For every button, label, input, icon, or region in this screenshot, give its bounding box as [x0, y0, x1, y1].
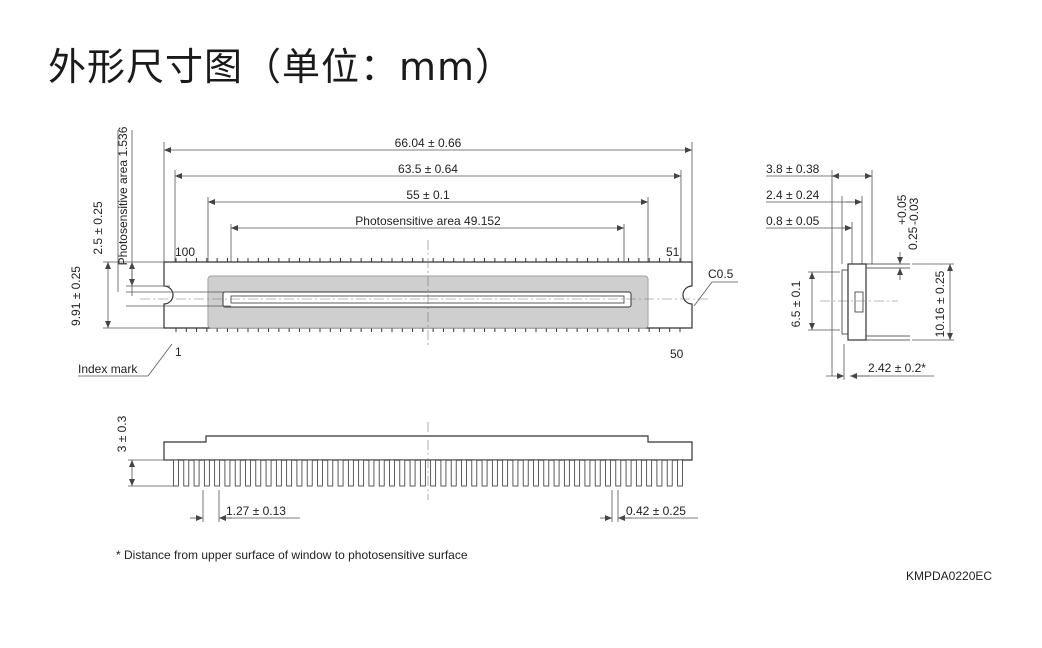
pin-lead: [646, 459, 653, 487]
pin-lead: [471, 459, 478, 487]
pin-lead: [378, 459, 385, 487]
side-view: 3.8 ± 0.38 2.4 ± 0.24 0.8 ± 0.05 0.25 +0…: [766, 162, 954, 380]
dim-pin-length: 3 ± 0.3: [115, 415, 129, 452]
pin-lead: [306, 459, 313, 487]
dim-pin-row-spacing: 10.16 ± 0.25: [933, 270, 947, 337]
pin-lead: [543, 459, 550, 487]
pin-lead: [533, 459, 539, 487]
pin-lead: [337, 459, 344, 487]
top-view: 66.04 ± 0.66 63.5 ± 0.64 55 ± 0.1 Photos…: [69, 126, 738, 377]
pin-lead: [635, 459, 642, 487]
pin-lead: [522, 459, 529, 487]
dim-pin-span: 63.5 ± 0.64: [398, 162, 458, 176]
pin-lead: [245, 459, 251, 487]
pin-lead: [173, 459, 179, 487]
pin-lead: [255, 459, 262, 487]
pin-lead: [358, 459, 365, 487]
page-title: 外形尺寸图（单位：mm）: [48, 45, 515, 89]
pin-lead: [183, 459, 190, 487]
pin-label-51: 51: [666, 245, 680, 259]
dim-body-height: 9.91 ± 0.25: [69, 266, 83, 326]
dim-pin-width: 0.42 ± 0.25: [626, 504, 686, 518]
drawing-code: KMPDA0220EC: [906, 569, 992, 583]
pin-lead: [594, 459, 601, 487]
pin-lead: [317, 459, 323, 487]
footnote: * Distance from upper surface of window …: [116, 548, 468, 562]
pin-lead: [491, 459, 498, 487]
pin-lead: [224, 459, 231, 487]
index-mark-label: Index mark: [78, 362, 138, 376]
pin-lead: [605, 459, 611, 487]
pin-lead: [430, 459, 437, 487]
dim-thickness-2-4: 2.4 ± 0.24: [766, 188, 820, 202]
pin-lead: [389, 459, 395, 487]
pin-label-50: 50: [670, 347, 684, 361]
bottom-pin-row: [175, 328, 681, 332]
dim-photosensitive-width: Photosensitive area 49.152: [355, 214, 501, 228]
pin-lead: [347, 459, 354, 487]
dim-offset: 2.5 ± 0.25: [91, 201, 105, 255]
pin-lead: [625, 459, 632, 487]
pin-lead: [214, 459, 221, 487]
pin-lead: [574, 459, 581, 487]
pin-lead: [677, 459, 683, 487]
top-pin-row: [175, 258, 681, 262]
pin-lead: [440, 459, 447, 487]
pin-lead: [265, 459, 272, 487]
dim-pin-thickness-minus: -0.03: [907, 197, 921, 225]
pin-lead: [275, 459, 282, 487]
pin-lead: [512, 459, 519, 487]
dim-pin-pitch: 1.27 ± 0.13: [226, 504, 286, 518]
photosensitive-area: [230, 295, 625, 304]
pin-lead: [234, 459, 241, 487]
dim-overall-width: 66.04 ± 0.66: [395, 136, 462, 150]
dim-window-height: 6.5 ± 0.1: [789, 280, 803, 327]
pin-lead: [481, 459, 488, 487]
pin-lead: [203, 459, 210, 487]
pin-lead: [368, 459, 375, 487]
pin-lead: [419, 459, 426, 487]
dim-photosensitive-height: Photosensitive area 1.536: [116, 126, 130, 265]
dim-window-width: 55 ± 0.1: [406, 188, 450, 202]
pin-lead: [584, 459, 591, 487]
pin-lead: [286, 459, 293, 487]
pin-lead: [193, 459, 200, 487]
pin-lead: [615, 459, 622, 487]
pin-lead: [450, 459, 457, 487]
dim-window-0-8: 0.8 ± 0.05: [766, 214, 820, 228]
pin-lead: [409, 459, 416, 487]
front-view: 3 ± 0.3 1.27 ± 0.13 0.42 ± 0.25: [115, 415, 698, 522]
pin-lead: [563, 459, 570, 487]
chamfer-label: C0.5: [708, 267, 734, 281]
pin-label-100: 100: [175, 245, 195, 259]
pin-lead: [296, 459, 303, 487]
pin-lead: [327, 459, 334, 487]
dim-window-to-surface: 2.42 ± 0.2*: [868, 361, 926, 375]
pin-label-1: 1: [175, 345, 182, 359]
pin-lead: [553, 459, 560, 487]
pin-lead: [399, 459, 406, 487]
pin-lead: [666, 459, 673, 487]
pin-lead: [461, 459, 467, 487]
pin-lead: [656, 459, 663, 487]
dim-pin-thickness-plus: +0.05: [895, 194, 909, 225]
pin-lead: [502, 459, 509, 487]
dim-thickness-3-8: 3.8 ± 0.38: [766, 162, 820, 176]
front-pin-row: [173, 459, 683, 487]
dim-pin-thickness: 0.25: [906, 226, 920, 250]
